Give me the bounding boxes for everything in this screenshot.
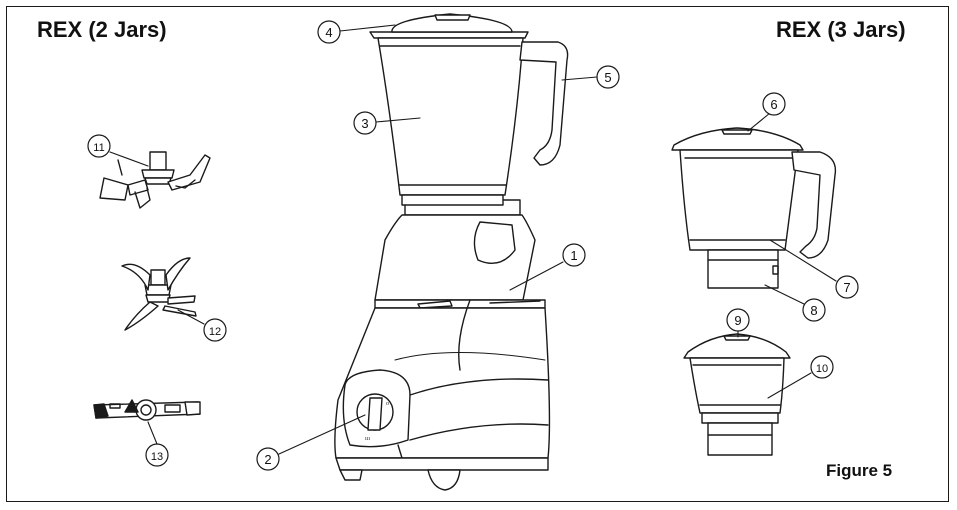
small-jar-icon [683, 333, 791, 456]
callout-6: 6 [770, 97, 777, 112]
callout-7: 7 [843, 280, 850, 295]
large-jar-icon [369, 13, 569, 206]
callout-11: 11 [93, 142, 104, 154]
blade-11-icon [99, 151, 211, 209]
figure-frame [6, 6, 949, 502]
callout-13: 13 [151, 451, 163, 463]
leader-lines [109, 24, 837, 455]
mixer-base-icon: o ııı [334, 199, 551, 491]
callout-5: 5 [604, 70, 611, 85]
callout-3: 3 [361, 116, 368, 131]
callout-12: 12 [209, 326, 221, 338]
left-title: REX (2 Jars) [37, 17, 167, 42]
blade-13-icon [93, 399, 201, 421]
callout-4: 4 [325, 25, 332, 40]
callout-1: 1 [570, 248, 577, 263]
callout-markers [87, 20, 859, 471]
medium-jar-icon [671, 127, 837, 289]
figure-label: Figure 5 [826, 461, 893, 480]
svg-text:ııı: ııı [365, 436, 370, 442]
callout-8: 8 [810, 303, 817, 318]
right-title: REX (3 Jars) [776, 17, 906, 42]
callout-10: 10 [816, 363, 828, 375]
svg-text:o: o [386, 401, 389, 407]
callout-2: 2 [264, 452, 271, 467]
callout-9: 9 [734, 313, 741, 328]
blade-12-icon [121, 257, 197, 331]
